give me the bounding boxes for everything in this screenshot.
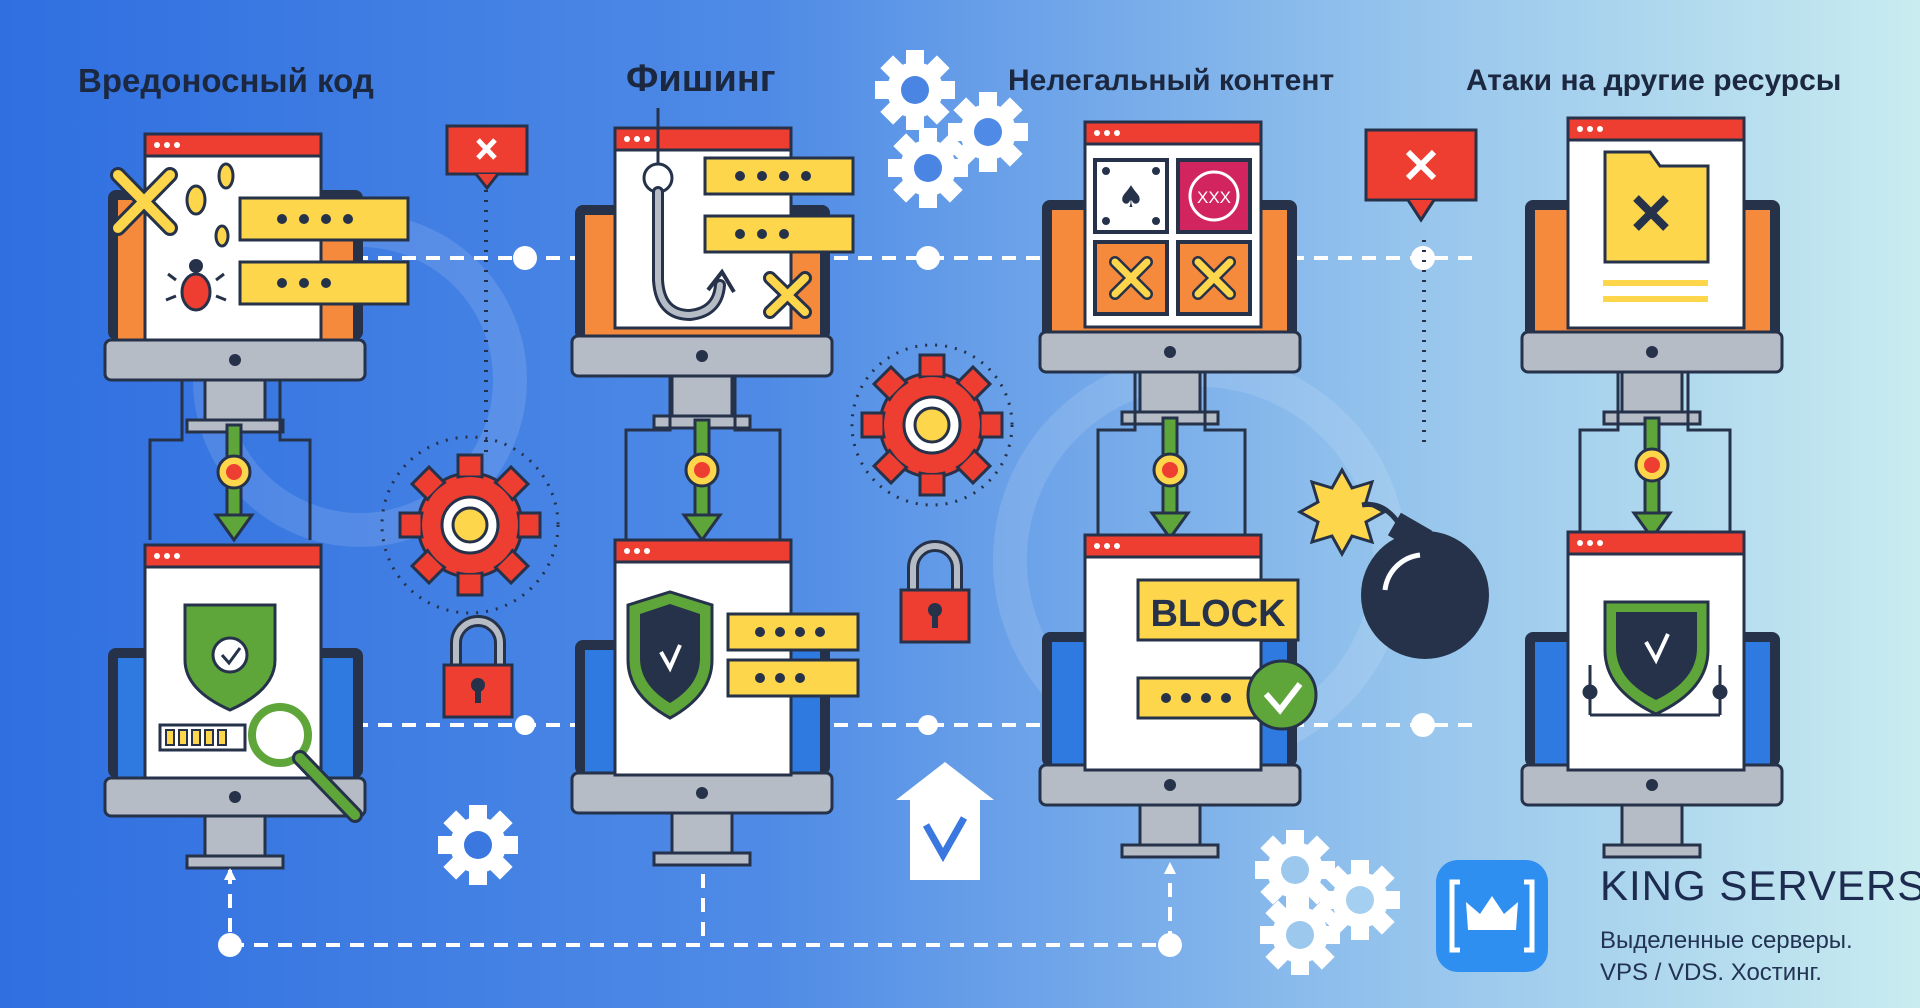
phishing-top-monitor [570, 108, 855, 430]
alert-x-icon [445, 124, 529, 191]
brand-tagline-line-2: VPS / VDS. Хостинг. [1600, 959, 1822, 986]
magnifier-icon [248, 703, 363, 823]
xxx-label: XXX [1197, 188, 1231, 207]
shield-check-icon [1603, 600, 1710, 716]
title-phishing: Фишинг [626, 58, 776, 100]
padlock-icon [444, 621, 512, 717]
bug-icon [165, 259, 227, 312]
padlock-icon [901, 546, 969, 642]
svg-text:♠: ♠ [1118, 180, 1145, 215]
gear-icon [860, 353, 1004, 497]
brand-name: KING SERVERS [1600, 862, 1920, 909]
title-malware: Вредоносный код [78, 62, 374, 99]
malware-bottom-monitor [103, 543, 367, 870]
crown-logo-icon [1436, 860, 1548, 972]
shield-check-icon [626, 590, 714, 720]
title-attacks: Атаки на другие ресурсы [1466, 64, 1842, 97]
gear-icon [398, 453, 542, 597]
attacks-top-monitor [1520, 116, 1784, 426]
illegal-content-top-monitor: ♠ XXX [1038, 120, 1302, 426]
malware-top-monitor [103, 132, 410, 434]
block-label: BLOCK [1150, 593, 1286, 635]
illegal-content-bottom-monitor: BLOCK [1038, 533, 1318, 859]
attacks-bottom-monitor [1520, 530, 1784, 859]
brand-tagline-line-1: Выделенные серверы. [1600, 927, 1853, 954]
phishing-bottom-monitor [570, 538, 860, 867]
house-check-icon [896, 762, 994, 880]
title-illegal-content: Нелегальный контент [1008, 64, 1335, 97]
alert-x-icon [1364, 128, 1478, 223]
brand-tagline: Выделенные серверы. VPS / VDS. Хостинг. [1600, 925, 1900, 989]
bomb-icon [1296, 466, 1489, 659]
fishing-hook-icon [642, 108, 736, 322]
folder-x-icon [1603, 150, 1710, 264]
